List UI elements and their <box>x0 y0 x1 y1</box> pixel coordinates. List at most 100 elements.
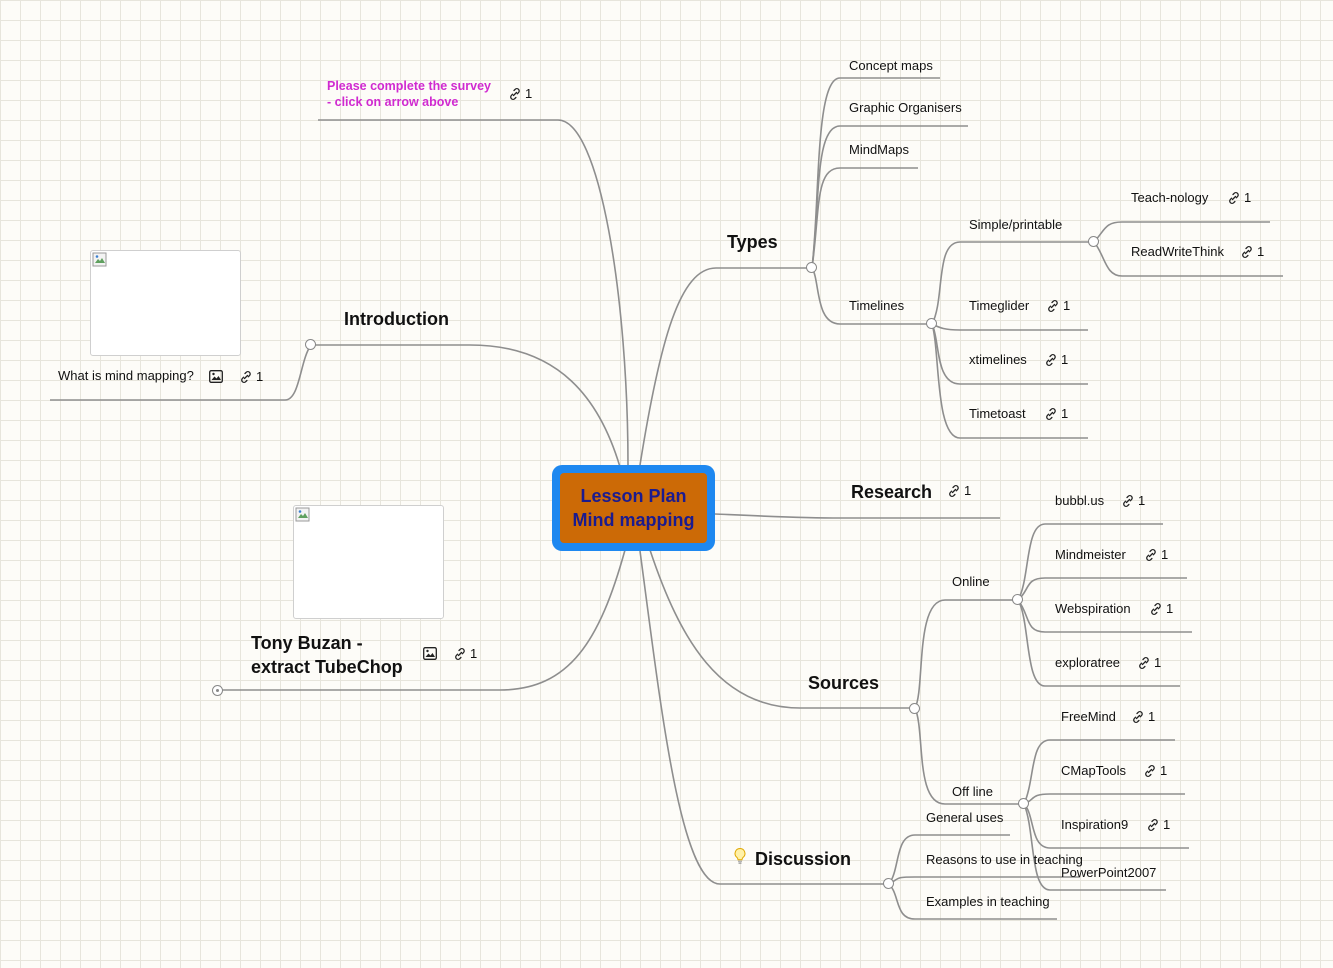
inspiration9-link-count: 1 <box>1163 817 1171 832</box>
online-topic[interactable]: Online <box>952 574 990 589</box>
link-icon <box>1148 819 1158 831</box>
timetoast-link-count: 1 <box>1061 406 1069 421</box>
survey-link[interactable]: 1 <box>508 86 532 102</box>
image-icon[interactable] <box>423 647 437 660</box>
timetoast-topic[interactable]: Timetoast <box>969 406 1026 421</box>
introduction-topic[interactable]: Introduction <box>344 309 449 329</box>
mindmaps-topic[interactable]: MindMaps <box>849 142 909 157</box>
link-icon <box>1146 549 1156 561</box>
powerpoint2007-topic[interactable]: PowerPoint2007 <box>1061 865 1157 880</box>
tony-image <box>293 505 444 619</box>
exploratree-link-count: 1 <box>1154 655 1162 670</box>
offline-collapse-toggle[interactable] <box>1018 798 1029 809</box>
concept-maps-topic[interactable]: Concept maps <box>849 58 933 73</box>
link-icon <box>455 648 465 660</box>
inspiration9-topic[interactable]: Inspiration9 <box>1061 817 1129 832</box>
intro-image <box>90 250 241 356</box>
sources-collapse-toggle[interactable] <box>909 703 920 714</box>
webspiration-link[interactable]: 1 <box>1149 601 1173 617</box>
intro-child-link[interactable]: 1 <box>239 369 263 385</box>
mindmeister-topic[interactable]: Mindmeister <box>1055 547 1126 562</box>
timetoast-link[interactable]: 1 <box>1044 406 1068 422</box>
mindmeister-link[interactable]: 1 <box>1144 547 1168 563</box>
broken-image-icon <box>92 252 107 267</box>
sources-topic[interactable]: Sources <box>808 673 880 693</box>
types-collapse-toggle[interactable] <box>806 262 817 273</box>
link-icon <box>1145 765 1155 777</box>
tony-line-2: extract TubeChop <box>251 657 403 677</box>
link-icon <box>1123 495 1133 507</box>
graphic-organisers-topic[interactable]: Graphic Organisers <box>849 100 962 115</box>
timeglider-link-count: 1 <box>1063 298 1071 313</box>
online-collapse-toggle[interactable] <box>1012 594 1023 605</box>
central-topic[interactable]: Lesson Plan Mind mapping <box>552 465 715 551</box>
link-icon <box>241 371 251 383</box>
link-icon <box>949 485 959 497</box>
bubbl-us-link[interactable]: 1 <box>1121 493 1145 509</box>
research-topic[interactable]: Research <box>851 482 933 502</box>
xtimelines-topic[interactable]: xtimelines <box>969 352 1027 367</box>
teach-nology-link-count: 1 <box>1244 190 1252 205</box>
timelines-collapse-toggle[interactable] <box>926 318 937 329</box>
types-topic[interactable]: Types <box>727 232 778 252</box>
xtimelines-link[interactable]: 1 <box>1044 352 1068 368</box>
simple-printable-topic[interactable]: Simple/printable <box>969 217 1063 232</box>
inspiration9-link[interactable]: 1 <box>1146 817 1170 833</box>
general-uses-topic[interactable]: General uses <box>926 810 1004 825</box>
bubbl-us-link-count: 1 <box>1138 493 1146 508</box>
exploratree-topic[interactable]: exploratree <box>1055 655 1121 670</box>
cmaptools-link[interactable]: 1 <box>1143 763 1167 779</box>
survey-topic[interactable]: Please complete the survey - click on ar… <box>327 78 491 110</box>
timelines-topic[interactable]: Timelines <box>849 298 905 313</box>
lightbulb-icon <box>734 847 746 864</box>
introduction-collapse-toggle[interactable] <box>305 339 316 350</box>
link-icon <box>1229 192 1239 204</box>
readwritethink-link[interactable]: 1 <box>1240 244 1264 260</box>
tony-buzan-topic[interactable]: Tony Buzan - extract TubeChop <box>251 631 403 679</box>
tony-line-1: Tony Buzan - <box>251 633 363 653</box>
intro-child-topic[interactable]: What is mind mapping? <box>58 368 194 383</box>
tony-link[interactable]: 1 <box>453 646 477 662</box>
link-icon <box>1151 603 1161 615</box>
offline-topic[interactable]: Off line <box>952 784 993 799</box>
research-link-count: 1 <box>964 483 972 498</box>
link-icon <box>1242 246 1252 258</box>
central-topic-label: Lesson Plan Mind mapping <box>560 473 707 543</box>
link-icon <box>1139 657 1149 669</box>
examples-topic[interactable]: Examples in teaching <box>926 894 1050 909</box>
cmaptools-topic[interactable]: CMapTools <box>1061 763 1127 778</box>
readwritethink-link-count: 1 <box>1257 244 1265 259</box>
link-icon <box>1048 300 1058 312</box>
bubbl-us-topic[interactable]: bubbl.us <box>1055 493 1105 508</box>
link-icon <box>510 88 520 100</box>
xtimelines-link-count: 1 <box>1061 352 1069 367</box>
webspiration-topic[interactable]: Webspiration <box>1055 601 1131 616</box>
timeglider-topic[interactable]: Timeglider <box>969 298 1030 313</box>
link-icon <box>1133 711 1143 723</box>
reasons-topic[interactable]: Reasons to use in teaching <box>926 852 1083 867</box>
intro-child-link-count: 1 <box>256 369 264 384</box>
research-link[interactable]: 1 <box>947 483 971 499</box>
teach-nology-topic[interactable]: Teach-nology <box>1131 190 1209 205</box>
central-topic-line-2: Mind mapping <box>572 510 695 530</box>
freemind-topic[interactable]: FreeMind <box>1061 709 1116 724</box>
exploratree-link[interactable]: 1 <box>1137 655 1161 671</box>
survey-link-count: 1 <box>525 86 533 101</box>
mindmeister-link-count: 1 <box>1161 547 1169 562</box>
tony-link-count: 1 <box>470 646 478 661</box>
link-icon <box>1046 408 1056 420</box>
freemind-link-count: 1 <box>1148 709 1156 724</box>
discussion-collapse-toggle[interactable] <box>883 878 894 889</box>
broken-image-icon <box>295 507 310 522</box>
discussion-topic[interactable]: Discussion <box>755 849 852 869</box>
tony-collapse-toggle[interactable] <box>212 685 223 696</box>
simple-printable-collapse-toggle[interactable] <box>1088 236 1099 247</box>
survey-line-2: - click on arrow above <box>327 95 459 109</box>
timeglider-link[interactable]: 1 <box>1046 298 1070 314</box>
image-icon[interactable] <box>209 370 223 383</box>
readwritethink-topic[interactable]: ReadWriteThink <box>1131 244 1224 259</box>
freemind-link[interactable]: 1 <box>1131 709 1155 725</box>
teach-nology-link[interactable]: 1 <box>1227 190 1251 206</box>
